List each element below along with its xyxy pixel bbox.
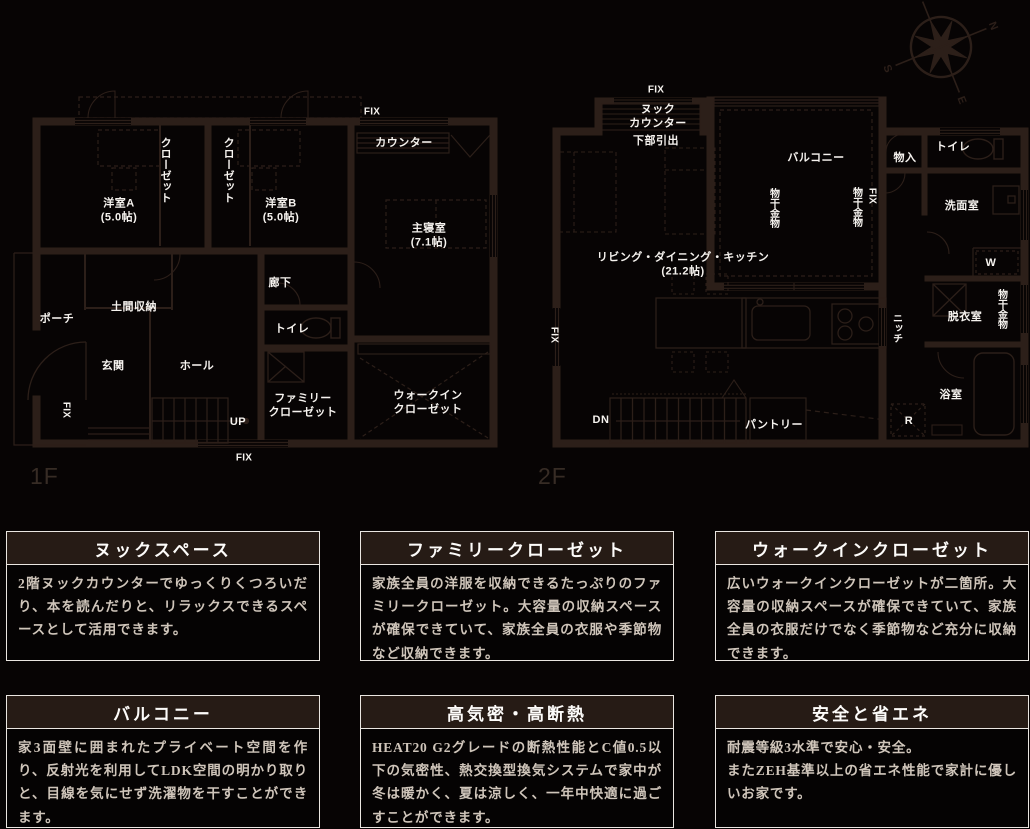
feature-box-insulation: 高気密・高断熱 HEAT20 G2グレードの断熱性能とC値0.5以下の気密性、熱… xyxy=(360,695,674,828)
label-2f-washer: W xyxy=(985,256,997,269)
compass-n: N xyxy=(986,20,1000,32)
label-2f-pantry: パントリー xyxy=(744,418,804,431)
feature-box-walk-in-closet: ウォークインクローゼット 広いウォークインクローゼットが二箇所。大容量の収納スペ… xyxy=(715,531,1029,661)
label-2f-balcony: バルコニー xyxy=(787,151,845,164)
label-2f-storage: 物入 xyxy=(893,151,917,164)
label-1f-porch: ポーチ xyxy=(39,312,75,325)
label-2f-refrigerator: R xyxy=(904,414,914,427)
label-1f-toilet: トイレ xyxy=(274,322,310,335)
label-1f-up: UP xyxy=(229,415,247,428)
feature-header: 安全と省エネ xyxy=(716,696,1028,729)
feature-header: ウォークインクローゼット xyxy=(716,532,1028,565)
floor2-tag: 2F xyxy=(538,463,567,489)
feature-title: バルコニー xyxy=(113,704,213,724)
label-1f-doma-storage: 土間収納 xyxy=(111,300,157,313)
feature-title: 安全と省エネ xyxy=(812,704,932,724)
label-1f-entrance: 玄関 xyxy=(101,359,125,372)
feature-header: バルコニー xyxy=(7,696,319,729)
feature-header: ヌックスペース xyxy=(7,532,319,565)
label-1f-fix-top: FIX xyxy=(363,106,381,118)
compass-rose-icon: N E S W xyxy=(880,0,1000,106)
feature-body: 耐震等級3水準で安心・安全。 またZEH基準以上の省エネ性能で家計に優しいお家で… xyxy=(727,740,1017,802)
feature-body: 家3面壁に囲まれたプライベート空間を作り、反射光を利用してLDK空間の明かり取り… xyxy=(18,740,308,825)
feature-header: 高気密・高断熱 xyxy=(361,696,673,729)
feature-box-balcony: バルコニー 家3面壁に囲まれたプライベート空間を作り、反射光を利用してLDK空間… xyxy=(6,695,320,828)
label-1f-closet-b: クローゼット xyxy=(222,137,235,203)
feature-box-family-closet: ファミリークローゼット 家族全員の洋服を収納できるたっぷりのファミリークローゼッ… xyxy=(360,531,674,661)
feature-title: ウォークインクローゼット xyxy=(752,540,992,560)
floor-plan-canvas: N E S W xyxy=(13,0,1029,448)
label-1f-family-closet: ファミリー クローゼット xyxy=(268,392,338,419)
label-2f-ldk: リビング・ダイニング・キッチン (21.2帖) xyxy=(596,251,770,278)
label-1f-closet-a: クローゼット xyxy=(159,137,172,203)
label-2f-washroom: 洗面室 xyxy=(944,199,980,212)
label-2f-fix-balcony: FIX xyxy=(866,187,878,205)
label-2f-bathroom: 浴室 xyxy=(939,388,963,401)
label-1f-walk-in-closet: ウォークイン クローゼット xyxy=(393,389,463,416)
label-1f-counter: カウンター xyxy=(375,136,433,149)
feature-box-nook-space: ヌックスペース 2階ヌックカウンターでゆっくりくつろいだり、本を読んだりと、リラ… xyxy=(6,531,320,661)
label-2f-lower-drawer: 下部引出 xyxy=(633,134,679,147)
label-1f-western-room-a: 洋室A (5.0帖) xyxy=(100,197,138,224)
label-1f-hall: ホール xyxy=(179,359,215,372)
label-1f-western-room-b: 洋室B (5.0帖) xyxy=(262,197,300,224)
label-1f-master-bedroom: 主寝室 (7.1帖) xyxy=(410,222,448,249)
label-2f-dressing-room: 脱衣室 xyxy=(947,310,983,323)
label-2f-laundry-hanger-1: 物干金物 xyxy=(767,188,779,228)
feature-body: 2階ヌックカウンターでゆっくりくつろいだり、本を読んだりと、リラックスできるスペ… xyxy=(18,576,308,638)
label-2f-niche: ニッチ xyxy=(890,313,902,343)
label-2f-fix-nook: FIX xyxy=(647,84,665,96)
feature-body: HEAT20 G2グレードの断熱性能とC値0.5以下の気密性、熱交換型換気システ… xyxy=(372,740,662,825)
feature-title: ヌックスペース xyxy=(94,540,232,560)
feature-body: 家族全員の洋服を収納できるたっぷりのファミリークローゼット。大容量の収納スペース… xyxy=(372,576,662,661)
feature-box-safety-energy: 安全と省エネ 耐震等級3水準で安心・安全。 またZEH基準以上の省エネ性能で家計… xyxy=(715,695,1029,828)
feature-title: ファミリークローゼット xyxy=(407,540,627,560)
compass-w: W xyxy=(911,0,926,2)
label-1f-fix-bottom: FIX xyxy=(235,452,253,464)
feature-body: 広いウォークインクローゼットが二箇所。大容量の収納スペースが確保できていて、家族… xyxy=(727,576,1017,661)
floor1-tag: 1F xyxy=(30,463,59,489)
feature-header: ファミリークローゼット xyxy=(361,532,673,565)
label-2f-laundry-hanger-2: 物干金物 xyxy=(850,187,862,227)
compass-e: E xyxy=(954,95,968,106)
label-2f-dn: DN xyxy=(592,413,610,426)
compass-s: S xyxy=(880,63,894,74)
label-2f-fix-left: FIX xyxy=(548,326,560,344)
feature-title: 高気密・高断熱 xyxy=(447,704,587,724)
label-1f-hallway: 廊下 xyxy=(268,276,292,289)
label-2f-toilet: トイレ xyxy=(935,140,971,153)
label-2f-nook-counter: ヌック カウンター xyxy=(629,103,687,130)
label-2f-laundry-hanger-3: 物干金物 xyxy=(995,289,1007,329)
label-1f-fix-porch: FIX xyxy=(60,401,72,419)
